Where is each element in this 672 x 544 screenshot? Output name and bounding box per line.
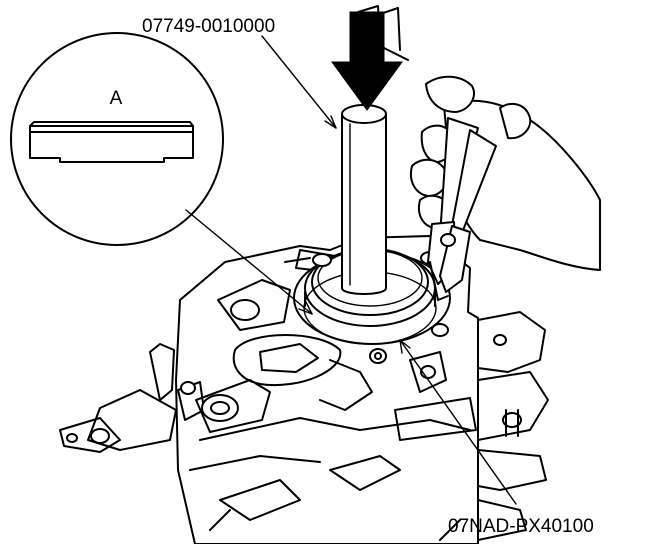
tool-label-top: 07749-0010000: [142, 16, 275, 37]
tool-label-bottom: 07NAD-PX40100: [448, 516, 594, 537]
detail-view-a: A: [10, 32, 224, 246]
press-force-arrow: [331, 5, 409, 111]
hand-with-pliers: [410, 75, 601, 301]
leader-lines: [185, 35, 517, 505]
detail-label-a: A: [110, 88, 123, 109]
driver-handle-tool: [341, 104, 387, 295]
